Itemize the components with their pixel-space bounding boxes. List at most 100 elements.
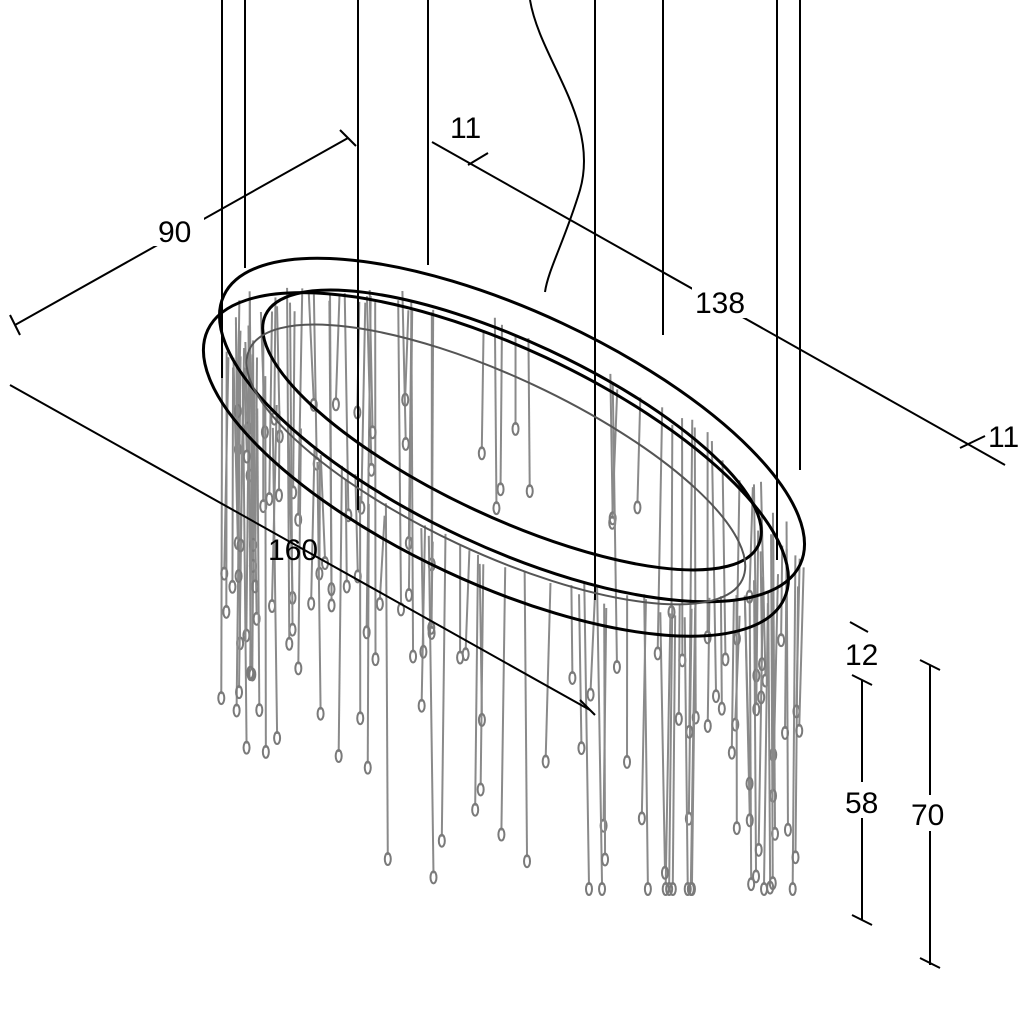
strand (767, 591, 772, 884)
crystal-drop (217, 691, 226, 706)
crystal-drop (255, 703, 264, 718)
dim-line-length-bottom (9, 384, 591, 711)
strand (401, 290, 407, 440)
crystal-drop (461, 647, 470, 662)
crystal-drop (232, 703, 241, 718)
strand (523, 571, 529, 858)
label-strand-length: 58 (845, 787, 878, 820)
crystal-drop (727, 745, 736, 760)
strand (791, 555, 797, 886)
crystal-drop (577, 741, 586, 756)
crystal-drop (242, 449, 251, 464)
strand (656, 407, 664, 650)
strand (798, 567, 805, 727)
crystal-drop (754, 842, 763, 857)
crystal-drop (427, 625, 436, 640)
strand (643, 594, 649, 886)
dim-tick (467, 152, 489, 166)
crystal-drop (757, 690, 766, 705)
strand (378, 515, 386, 601)
label-length-bottom: 160 (268, 534, 318, 567)
crystal-drop (294, 661, 303, 676)
crystal-drop (777, 633, 786, 648)
strand (690, 601, 697, 886)
strand (493, 317, 498, 505)
label-backdrop (692, 282, 754, 318)
strand (249, 354, 254, 669)
strand (753, 580, 758, 873)
strand (527, 338, 531, 488)
crystal-drop (783, 822, 792, 837)
label-backdrop (910, 795, 952, 831)
crystal-drop (316, 706, 325, 721)
strand (286, 287, 291, 640)
strand (480, 330, 485, 450)
strand (721, 460, 727, 656)
strand (440, 533, 447, 837)
crystal-drop (660, 865, 669, 880)
crystal-drop (496, 482, 505, 497)
crystal-drop (419, 644, 428, 659)
strand (464, 550, 471, 651)
crystal-drop (665, 882, 674, 896)
crystal-drop (732, 821, 741, 836)
crystal-drop (362, 625, 371, 640)
crystal-drop (334, 749, 343, 764)
strand (430, 309, 435, 629)
strand (636, 397, 642, 504)
power-cable (529, 0, 586, 293)
strand (404, 310, 410, 396)
label-backdrop (842, 782, 884, 818)
crystal-drop (683, 882, 692, 896)
strand (271, 427, 279, 735)
strand (670, 424, 674, 609)
crystal-drop (327, 582, 336, 597)
strand (344, 478, 348, 583)
crystal-drop (653, 646, 662, 661)
dim-tick (849, 621, 869, 633)
strand (316, 462, 322, 710)
suspension-wires (221, 0, 801, 600)
crystal-drop (598, 882, 607, 896)
crystal-drop (703, 718, 712, 733)
strand (307, 293, 315, 401)
crystal-drop (760, 882, 769, 896)
crystal-drop (768, 876, 777, 891)
crystal-drop (758, 657, 767, 672)
strand (328, 300, 333, 586)
strand (256, 408, 261, 707)
crystal-drop (375, 596, 384, 611)
dim-tick (9, 314, 21, 336)
strand (755, 530, 760, 706)
crystal-drop (691, 710, 700, 725)
dim-tick (851, 674, 873, 686)
strand (310, 446, 316, 600)
strand (578, 594, 583, 745)
crystal-drop (674, 711, 683, 726)
strand (589, 586, 597, 691)
strand (688, 419, 694, 728)
strand (500, 567, 507, 831)
strand (334, 294, 341, 401)
dimension-labels: 90 11 138 11 160 12 58 70 (152, 112, 1019, 832)
crystal-drop (511, 421, 520, 436)
strand (297, 288, 304, 516)
strand (668, 606, 674, 886)
crystal-drop (471, 802, 480, 817)
crystal-drop (261, 744, 270, 759)
strand (337, 465, 343, 753)
crystal-drop (371, 652, 380, 667)
crystal-drop (368, 425, 377, 440)
crystal-drop (220, 566, 229, 581)
strand (603, 603, 607, 856)
crystal-drop (383, 852, 392, 867)
crystal-drop (633, 500, 642, 515)
crystal-drop (586, 687, 595, 702)
crystal-drop (342, 579, 351, 594)
crystal-drop (401, 392, 410, 407)
crystal-drop (242, 740, 251, 755)
strand (236, 300, 241, 408)
strand (583, 583, 590, 886)
strand (420, 528, 425, 648)
